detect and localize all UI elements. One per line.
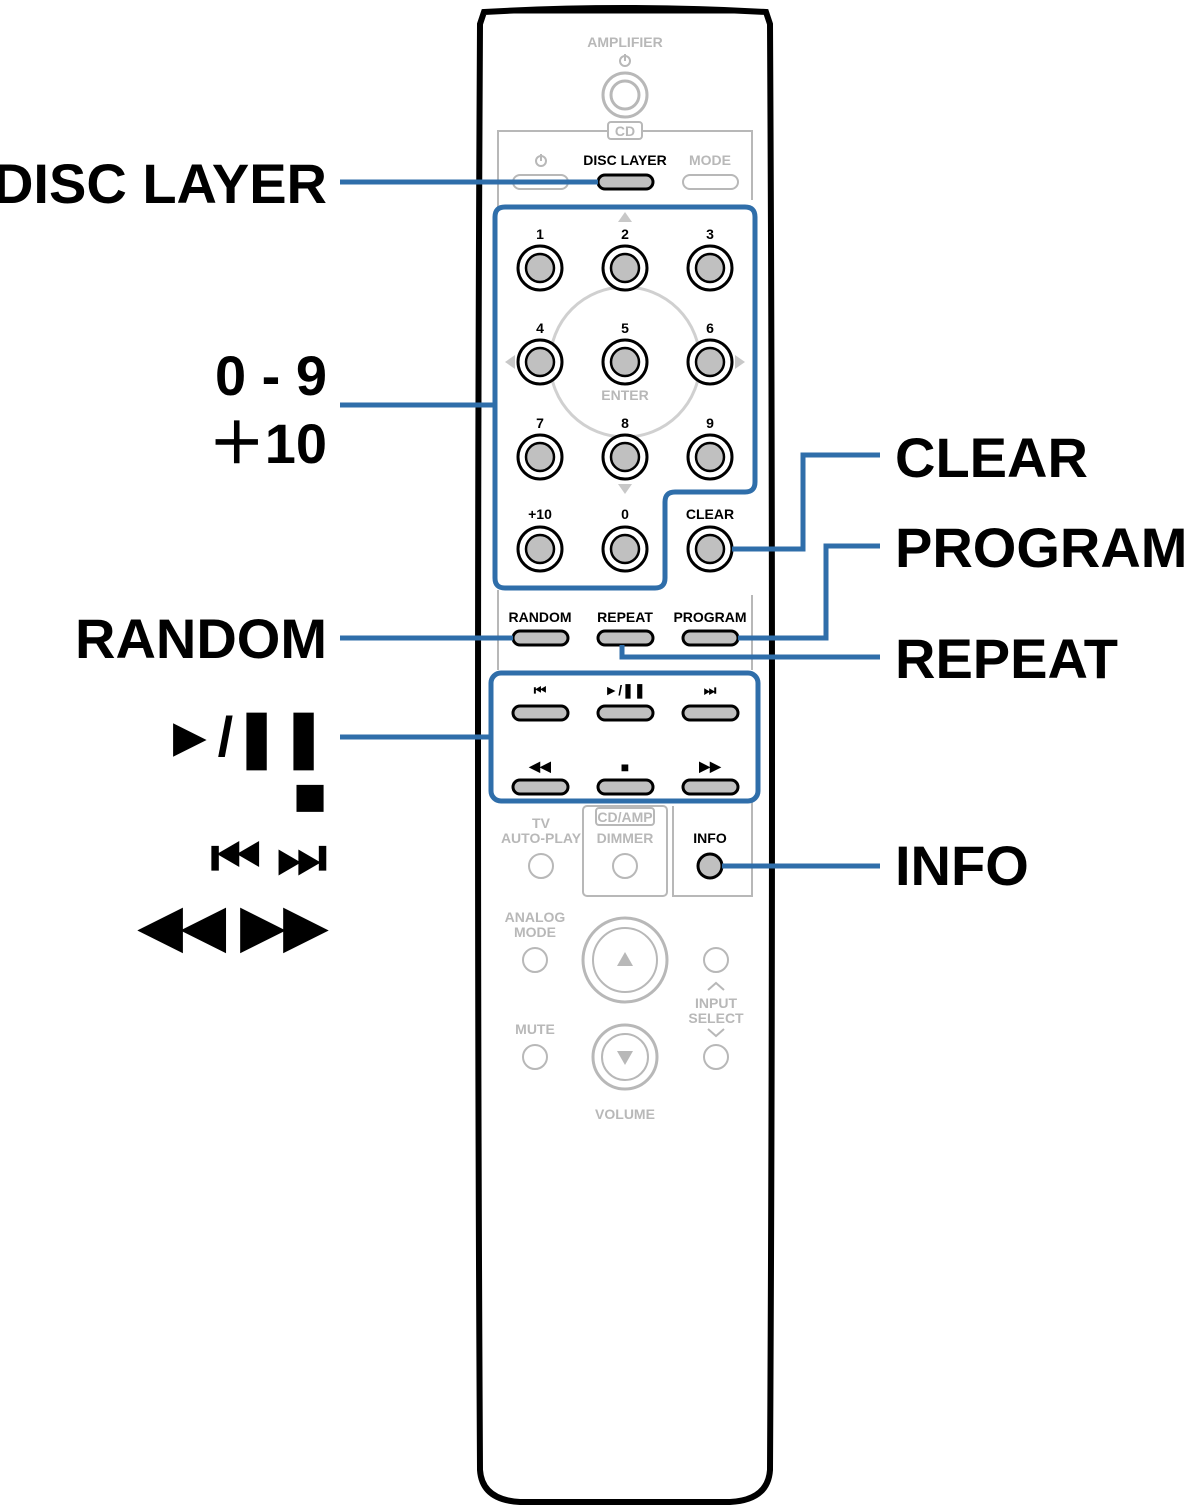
select-label: SELECT	[688, 1010, 744, 1026]
program-button[interactable]	[681, 629, 740, 647]
play-pause-button[interactable]	[596, 704, 655, 722]
key-6-label: 6	[706, 320, 714, 336]
key-5-label: 5	[621, 320, 629, 336]
fast-forward-button[interactable]	[681, 778, 740, 796]
info-button[interactable]	[696, 852, 724, 880]
random-label: RANDOM	[509, 609, 572, 625]
amp-section: ANALOG MODE INPUT SELECT MUTE VOLUME	[505, 909, 744, 1122]
repeat-label: REPEAT	[597, 609, 653, 625]
right-arrow-icon	[735, 355, 745, 369]
callout-random: RANDOM	[75, 607, 327, 670]
analog-mode-button[interactable]	[522, 947, 548, 973]
callout-stop: ■	[293, 764, 327, 827]
callout-skip: ⏮ ⏭	[211, 825, 327, 888]
numeric-keys-group	[492, 204, 758, 591]
input-label: INPUT	[695, 995, 737, 1011]
down-arrow-icon	[618, 484, 632, 494]
enter-label: ENTER	[601, 387, 648, 403]
tv-auto-play-button[interactable]	[528, 853, 554, 879]
repeat-button[interactable]	[596, 629, 655, 647]
dimmer-label: DIMMER	[597, 830, 654, 846]
tv-label: TV	[532, 815, 551, 831]
fast-forward-icon: ▶▶	[698, 758, 722, 774]
numeric-keypad: 1 2 3 4 5 6 7 8 9 +10 0 CLEAR	[516, 226, 734, 573]
leader-lines	[340, 179, 880, 869]
program-label: PROGRAM	[673, 609, 746, 625]
left-arrow-icon	[505, 355, 515, 369]
volume-up-icon	[617, 952, 633, 966]
up-arrow-icon	[618, 212, 632, 222]
power-icon	[619, 54, 631, 67]
rewind-icon: ◀◀	[528, 758, 551, 774]
callout-repeat: REPEAT	[895, 627, 1118, 690]
callout-disc-layer: DISC LAYER	[0, 152, 327, 215]
lower-section: TV AUTO-PLAY CD/AMP DIMMER INFO	[501, 800, 753, 897]
mode-button[interactable]	[682, 174, 739, 190]
callout-info: INFO	[895, 834, 1029, 897]
callout-play-pause: ►/❚❚	[162, 705, 327, 771]
callout-clear: CLEAR	[895, 426, 1088, 489]
play-mode-row: RANDOM REPEAT PROGRAM	[509, 609, 747, 647]
callout-program: PROGRAM	[895, 516, 1185, 579]
skip-prev-button[interactable]	[511, 704, 570, 722]
key-7-label: 7	[536, 415, 544, 431]
analog-mode-label: MODE	[514, 924, 556, 940]
key-2-label: 2	[621, 226, 629, 242]
disc-layer-button[interactable]	[596, 173, 655, 191]
rewind-button[interactable]	[511, 778, 570, 796]
analog-label: ANALOG	[505, 909, 566, 925]
input-select-up-button[interactable]	[703, 947, 729, 973]
input-up-chevron-icon	[707, 981, 725, 991]
mute-button[interactable]	[522, 1044, 548, 1070]
info-key-label: INFO	[693, 830, 727, 846]
auto-play-label: AUTO-PLAY	[501, 830, 582, 846]
dimmer-button[interactable]	[612, 853, 638, 879]
callout-plus10: ＋10	[209, 412, 327, 475]
callout-digits: 0 - 9	[215, 344, 327, 407]
stop-button[interactable]	[596, 778, 655, 796]
mute-label: MUTE	[515, 1021, 555, 1037]
volume-down-icon	[617, 1051, 633, 1065]
callout-labels: DISC LAYER 0 - 9 ＋10 CLEAR PROGRAM RANDO…	[0, 152, 1185, 957]
skip-next-button[interactable]	[681, 704, 740, 722]
input-down-chevron-icon	[707, 1028, 725, 1038]
volume-label: VOLUME	[595, 1106, 655, 1122]
key-0-label: 0	[621, 506, 629, 522]
key-4-label: 4	[536, 320, 544, 336]
play-pause-icon: ►/❚❚	[604, 682, 645, 699]
cd-top-row: DISC LAYER MODE	[512, 152, 739, 191]
random-button[interactable]	[511, 629, 570, 647]
key-plus10-label: +10	[528, 506, 552, 522]
cd-amp-label: CD/AMP	[597, 809, 652, 825]
callout-search: ◀◀ ▶▶	[137, 894, 329, 957]
transport-section: ⏮ ►/❚❚ ⏭ ◀◀ ■ ▶▶	[511, 682, 740, 796]
key-9-label: 9	[706, 415, 714, 431]
cd-label: CD	[615, 123, 635, 139]
key-3-label: 3	[706, 226, 714, 242]
key-8-label: 8	[621, 415, 629, 431]
stop-icon: ■	[621, 759, 629, 775]
skip-next-icon: ⏭	[704, 682, 717, 698]
skip-prev-icon: ⏮	[534, 682, 547, 698]
mode-label: MODE	[689, 152, 731, 168]
input-select-down-button[interactable]	[703, 1044, 729, 1070]
key-1-label: 1	[536, 226, 544, 242]
amplifier-label: AMPLIFIER	[587, 34, 662, 50]
clear-key-label: CLEAR	[686, 506, 734, 522]
amplifier-power-button[interactable]	[601, 71, 649, 119]
cd-power-icon	[535, 154, 547, 167]
disc-layer-label: DISC LAYER	[583, 152, 667, 168]
